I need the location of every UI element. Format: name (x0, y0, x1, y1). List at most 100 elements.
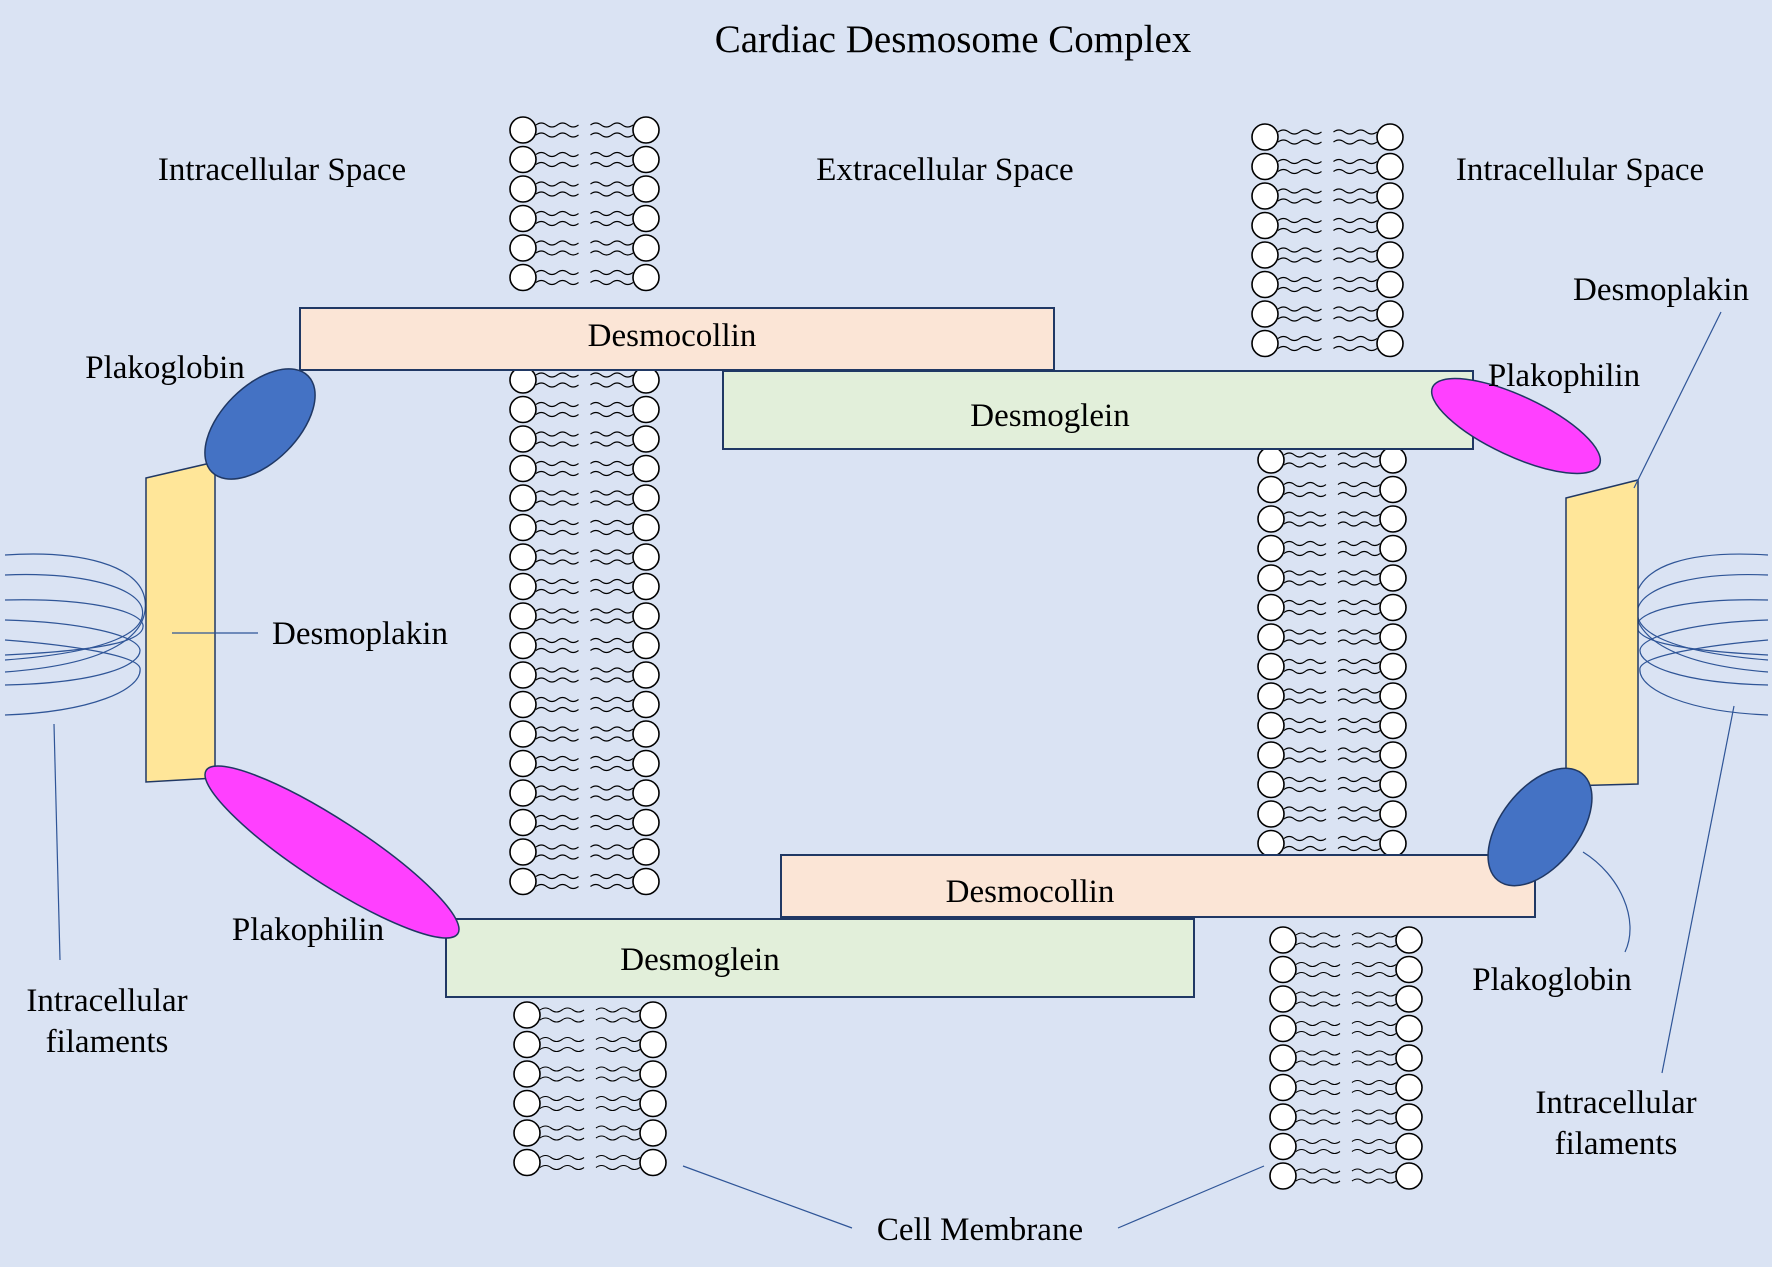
lipid-tail (1283, 481, 1327, 488)
lipid-tail (1283, 609, 1327, 616)
lipid-head (513, 1001, 541, 1029)
lipid-tail (535, 785, 579, 791)
lipid-tail (1337, 806, 1381, 812)
lipid-tail (1351, 1060, 1397, 1066)
lipid-tail (595, 1036, 641, 1043)
desmoglein-top-label: Desmoglein (970, 398, 1129, 434)
lipid-tail (1295, 1109, 1341, 1115)
lipid-head (1379, 505, 1407, 533)
lipid-head (1257, 534, 1285, 563)
lipid-head (509, 234, 537, 262)
lipid-head (513, 1030, 541, 1059)
lipid-head (513, 1148, 541, 1177)
lipid-head (639, 1119, 667, 1147)
lipid-tail (1337, 481, 1381, 488)
lipid-head (632, 749, 660, 778)
lipid-tail (590, 500, 634, 506)
lipid-tail (539, 1125, 585, 1131)
lipid-head (1257, 741, 1285, 769)
lipid-tail (1277, 257, 1322, 263)
leader-membrane-right (1117, 1165, 1265, 1229)
lipid-tail (1337, 521, 1381, 527)
lipid-head (509, 602, 537, 630)
filaments-left-label-line1: Intracellular (26, 983, 187, 1019)
region-label-right: Intracellular Space (1456, 152, 1704, 188)
lipid-tail (1283, 806, 1327, 812)
lipid-head (509, 749, 537, 778)
lipid-tail (1283, 786, 1327, 793)
lipid-head (639, 1001, 667, 1029)
lipid-tail (539, 1017, 585, 1023)
lipid-tail (590, 529, 634, 536)
lipid-tail (535, 490, 579, 496)
lipid-tail (1351, 1030, 1397, 1037)
lipid-head (1376, 123, 1404, 151)
lipid-tail (1295, 1089, 1341, 1096)
lipid-tail (1295, 1020, 1341, 1027)
lipid-tail (1283, 511, 1327, 517)
lipid-tail (590, 470, 634, 477)
lipid-tail (535, 696, 579, 703)
lipid-head (1376, 152, 1404, 181)
lipid-tail (1277, 286, 1322, 293)
lipid-head (1379, 534, 1407, 563)
lipid-tail (1295, 1138, 1341, 1145)
lipid-head (1395, 1132, 1423, 1161)
lipid-head (1257, 800, 1285, 828)
lipid-tail (1333, 257, 1378, 263)
lipid-tail (535, 637, 579, 644)
lipid-tail (535, 647, 579, 654)
lipid-tail (535, 559, 579, 565)
lipid-tail (1337, 629, 1381, 635)
lipid-head (509, 395, 537, 424)
desmocollin-top-label: Desmocollin (588, 318, 757, 354)
lipid-tail (1295, 942, 1341, 948)
desmocollin-bottom-label: Desmocollin (946, 874, 1115, 910)
plakoglobin-right-ellipse (1487, 767, 1593, 887)
lipid-tail (535, 382, 579, 388)
lipid-tail (1283, 521, 1327, 527)
lipid-tail (1295, 1148, 1341, 1155)
lipid-tail (590, 559, 634, 565)
lipid-tail (535, 618, 579, 624)
region-label-left: Intracellular Space (158, 152, 406, 188)
lipid-tail (1283, 540, 1327, 547)
lipid-tail (1337, 786, 1381, 793)
lipid-tail (1351, 961, 1397, 968)
desmoglein-bottom-bar (445, 918, 1195, 998)
lipid-tail (535, 844, 579, 850)
lipid-tail (1333, 227, 1378, 234)
lipid-tail (1337, 845, 1381, 852)
lipid-head (509, 690, 537, 719)
lipid-tail (535, 441, 579, 447)
lipid-head (513, 1060, 541, 1088)
lipid-tail (1277, 345, 1322, 352)
lipid-head (1379, 446, 1407, 474)
lipid-tail (590, 883, 634, 890)
lipid-tail (535, 814, 579, 821)
lipid-tail (1337, 511, 1381, 517)
plakophilin-right-ellipse (1430, 377, 1602, 475)
lipid-head (632, 263, 660, 292)
lipid-head (1376, 241, 1404, 269)
lipid-tail (1333, 217, 1378, 224)
lipid-head (639, 1089, 667, 1118)
lipid-tail (1337, 776, 1381, 783)
lipid-tail (1283, 845, 1327, 852)
lipid-tail (1283, 639, 1327, 645)
lipid-tail (590, 814, 634, 821)
plakophilin-left-label: Plakophilin (232, 912, 384, 948)
lipid-tail (539, 1036, 585, 1043)
lipid-head (1269, 926, 1297, 954)
lipid-head (509, 116, 537, 144)
lipid-tail (535, 795, 579, 801)
lipid-head (632, 484, 660, 512)
lipid-tail (535, 250, 579, 256)
lipid-tail (590, 726, 634, 732)
lipid-tail (1333, 168, 1378, 175)
lipid-tail (1351, 1119, 1397, 1125)
lipid-tail (1333, 335, 1378, 342)
lipid-tail (535, 677, 579, 683)
lipid-tail (590, 250, 634, 256)
